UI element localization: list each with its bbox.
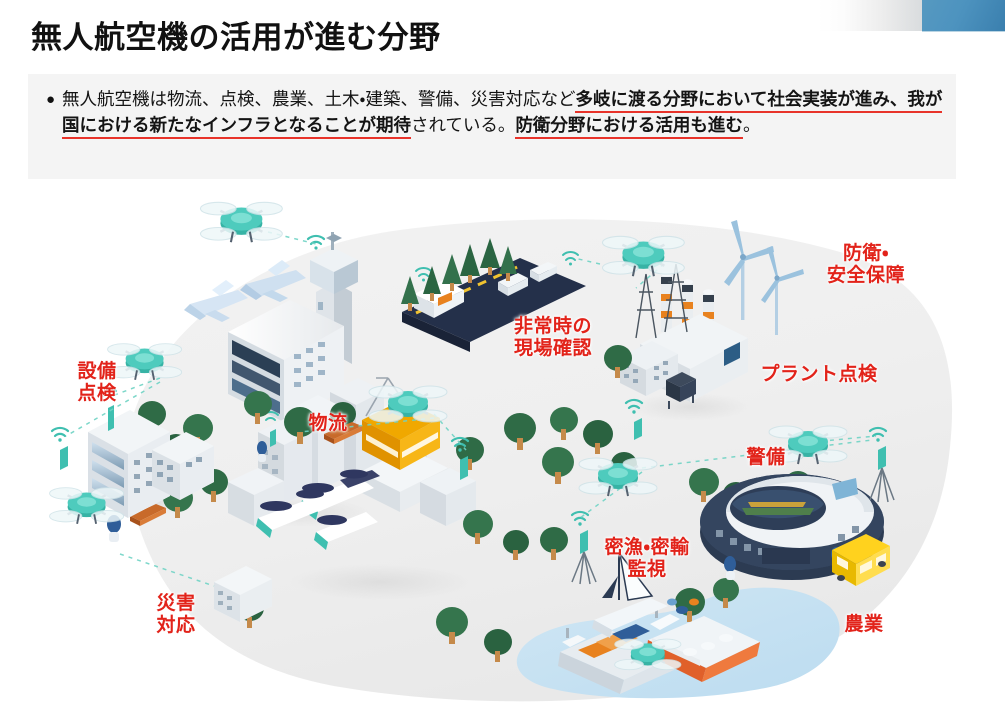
- antenna-mast: [50, 426, 70, 470]
- transmission-tower: [635, 273, 657, 339]
- bullet-marker: ●: [46, 91, 56, 108]
- header-blue-block: [922, 0, 1005, 32]
- label-agriculture: 農業: [844, 613, 884, 635]
- sailboat: [592, 553, 668, 638]
- label-logistics: 物流: [308, 412, 348, 434]
- label-security-guard: 警備: [746, 446, 786, 468]
- label-defense-security: 防衛・ 安全保障: [826, 242, 905, 286]
- wind-turbine: [761, 246, 804, 335]
- page-title: 無人航空機の活用が進む分野: [31, 20, 441, 56]
- header-gradient-bar: [817, 0, 922, 31]
- low-rise-building: [152, 432, 214, 500]
- park-bench: [130, 504, 166, 526]
- airplane: [184, 280, 248, 322]
- label-plant-inspection: プラント点検: [760, 363, 878, 385]
- label-equipment-inspection: 設備 点検: [77, 360, 117, 404]
- bullet-segment-1: 多岐に渡る分野において社会実装が進み、我が国における新たなインフラとなることが期…: [62, 90, 943, 139]
- signal-icon: [562, 251, 579, 266]
- drone: [578, 457, 658, 497]
- truck: [498, 273, 528, 296]
- transmission-tower: [664, 263, 688, 333]
- bullet-segment-2: されている。: [410, 116, 516, 136]
- evtol-aircraft: [256, 469, 380, 550]
- low-rise-building: [214, 566, 272, 622]
- person: [257, 441, 267, 462]
- truck: [530, 262, 557, 282]
- label-poaching-smuggling-watch: 密漁・密輸 監視: [604, 536, 690, 580]
- bullet-text: 無人航空機は物流、点検、農業、土木・建築、警備、災害対応など多岐に渡る分野におい…: [62, 87, 944, 139]
- person: [724, 556, 736, 580]
- bus: [832, 534, 890, 586]
- drone: [614, 638, 682, 671]
- signal-icon: [415, 267, 432, 282]
- signal-icon: [306, 234, 326, 250]
- airplane: [240, 260, 306, 302]
- factory-with-smokestacks: [620, 271, 748, 409]
- label-disaster-response: 災害 対応: [156, 592, 196, 636]
- label-emergency-site-check: 非常時の 現場確認: [513, 315, 592, 359]
- drone: [368, 385, 448, 423]
- drone: [768, 425, 848, 465]
- bullet-row: ● 無人航空機は物流、点検、農業、土木・建築、警備、災害対応など多岐に渡る分野に…: [46, 87, 944, 139]
- isometric-scene-graphic: [49, 201, 953, 702]
- drone: [107, 343, 183, 380]
- antenna-mast: [450, 436, 470, 480]
- drone: [199, 201, 283, 243]
- antenna-mast: [570, 510, 597, 585]
- illustration-scene: 設備 点検 物流 非常時の 現場確認 防衛・ 安全保障 プラント点検 警備 密漁…: [0, 182, 1005, 709]
- antenna-mast: [98, 386, 118, 431]
- bullet-segment-4: 。: [742, 116, 761, 136]
- bullet-segment-3: 防衛分野における活用も進む: [515, 116, 743, 139]
- summary-panel: ● 無人航空機は物流、点検、農業、土木・建築、警備、災害対応など多岐に渡る分野に…: [28, 74, 956, 179]
- drone: [49, 487, 125, 524]
- header-decoration: [817, 0, 1005, 32]
- antenna-mast: [624, 398, 644, 440]
- drone: [601, 235, 685, 277]
- buoy: [667, 598, 699, 614]
- storage-tank: [666, 372, 696, 409]
- wind-turbine: [724, 220, 774, 320]
- stadium: [700, 474, 884, 580]
- antenna-mast: [868, 426, 895, 503]
- bullet-segment-0: 無人航空機は物流、点検、農業、土木・建築、警備、災害対応など: [62, 90, 576, 110]
